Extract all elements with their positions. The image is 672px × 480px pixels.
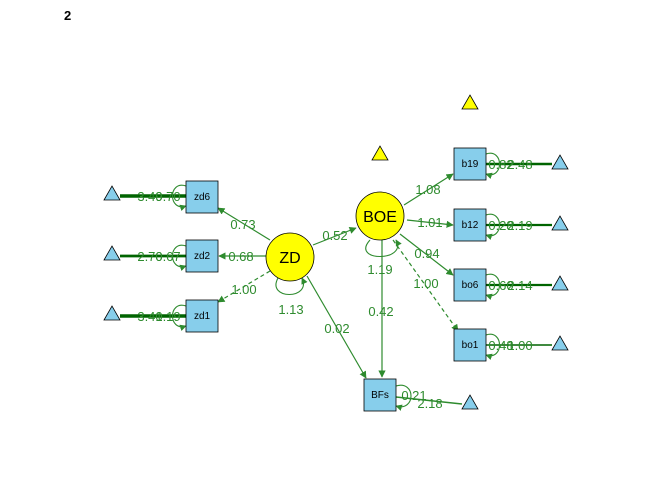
node-zd1 [185, 299, 219, 333]
label-edge-boe-b19: 1.08 [415, 182, 440, 197]
loop-b12 [485, 213, 500, 241]
label-int-zd2: 2.70 [137, 249, 162, 264]
label-int-bo1: 1.00 [507, 338, 532, 353]
intercept-zd6-icon [103, 185, 121, 201]
edge-zd-zd6 [217, 207, 271, 241]
label-int-zd6: 3.49 [137, 189, 162, 204]
label-zd6: zd6 [194, 192, 211, 203]
label-zd2: zd2 [194, 251, 211, 262]
label-bo1: bo1 [462, 340, 479, 351]
intercept-bo6-icon [551, 275, 569, 291]
intercept-zd2-icon [103, 245, 121, 261]
label-int-zd1: 3.41 [137, 309, 162, 324]
label-edge-bfs-int: 2.18 [417, 396, 442, 411]
label-var-b12: 0.28 [488, 218, 513, 233]
loop-b19 [485, 152, 500, 180]
label-b12: b12 [462, 220, 479, 231]
panel-number: 2 [64, 8, 72, 23]
intercept-bfs-icon [461, 394, 479, 410]
manifest-nodes [185, 147, 487, 412]
edge-zd-zd1 [217, 270, 271, 303]
label-int-b19: 2.48 [507, 157, 532, 172]
intercept-triangles [103, 94, 569, 410]
label-bo6: bo6 [462, 280, 479, 291]
label-edge-zd-boe: 0.52 [322, 228, 347, 243]
edge-boe-b12 [406, 219, 454, 228]
edges-loadings [217, 173, 459, 379]
label-zd: ZD [279, 250, 300, 267]
loop-boe [365, 239, 402, 257]
label-edge-boe-bo1: 1.00 [413, 276, 438, 291]
label-int-bo6: 2.14 [507, 278, 532, 293]
node-zd6 [185, 180, 219, 214]
node-bo1 [453, 328, 487, 362]
node-zd2 [185, 239, 219, 273]
label-edge-boe-var: 1.19 [367, 262, 392, 277]
label-b19: b19 [462, 159, 479, 170]
label-edge-bfs-var: 0.21 [401, 388, 426, 403]
edge-labels: 0.73 0.68 1.00 1.13 0.52 0.02 1.19 0.42 … [137, 157, 532, 411]
label-edge-boe-b12: 1.01 [417, 215, 442, 230]
edges-intercepts [120, 162, 552, 405]
intercept-zd1-icon [103, 305, 121, 321]
edge-zd-bfs [306, 275, 367, 379]
intercept-zd-latent-icon [461, 94, 479, 110]
loop-zd2 [172, 244, 187, 272]
edge-boe-b19 [403, 173, 454, 206]
node-b12 [453, 208, 487, 242]
loop-zd1 [172, 304, 187, 332]
label-var-b19: 0.82 [488, 157, 513, 172]
variance-loops [172, 152, 500, 411]
node-bfs [363, 378, 397, 412]
label-edge-boe-bo6: 0.94 [414, 246, 439, 261]
loop-bo6 [485, 273, 500, 301]
intercept-bo1-icon [551, 335, 569, 351]
label-edge-zd-var: 1.13 [278, 302, 303, 317]
label-int-b12: 2.19 [507, 218, 532, 233]
label-var-zd6: 0.70 [155, 189, 180, 204]
label-edge-zd-zd6: 0.73 [230, 217, 255, 232]
label-var-bo1: 0.48 [488, 338, 513, 353]
node-zd [265, 232, 315, 282]
edge-int-bfs [395, 396, 463, 405]
loop-zd [275, 277, 308, 296]
loop-bfs [395, 384, 412, 411]
intercept-b12-icon [551, 215, 569, 231]
node-b19 [453, 147, 487, 181]
intercept-b19-icon [551, 154, 569, 170]
latent-nodes [265, 191, 405, 282]
label-edge-zd-bfs: 0.02 [324, 321, 349, 336]
loop-bo1 [485, 333, 500, 361]
label-bfs: BFs [371, 390, 389, 401]
label-boe: BOE [363, 209, 397, 226]
node-boe [355, 191, 405, 241]
node-labels: zd6 zd2 zd1 b19 b12 bo6 bo1 BFs ZD BOE [194, 159, 479, 401]
node-bo6 [453, 268, 487, 302]
edge-zd-boe [312, 227, 357, 246]
loop-zd6 [172, 184, 187, 212]
label-var-zd1: 0.19 [155, 309, 180, 324]
label-zd1: zd1 [194, 311, 211, 322]
edge-boe-bo1 [392, 239, 459, 332]
edge-boe-bo6 [399, 233, 454, 276]
label-edge-zd-zd2: 0.68 [228, 249, 253, 264]
label-var-bo6: 0.60 [488, 278, 513, 293]
intercept-boe-icon [371, 145, 389, 161]
label-edge-zd-zd1: 1.00 [231, 282, 256, 297]
label-edge-boe-bfs: 0.42 [368, 304, 393, 319]
label-var-zd2: 0.67 [155, 249, 180, 264]
